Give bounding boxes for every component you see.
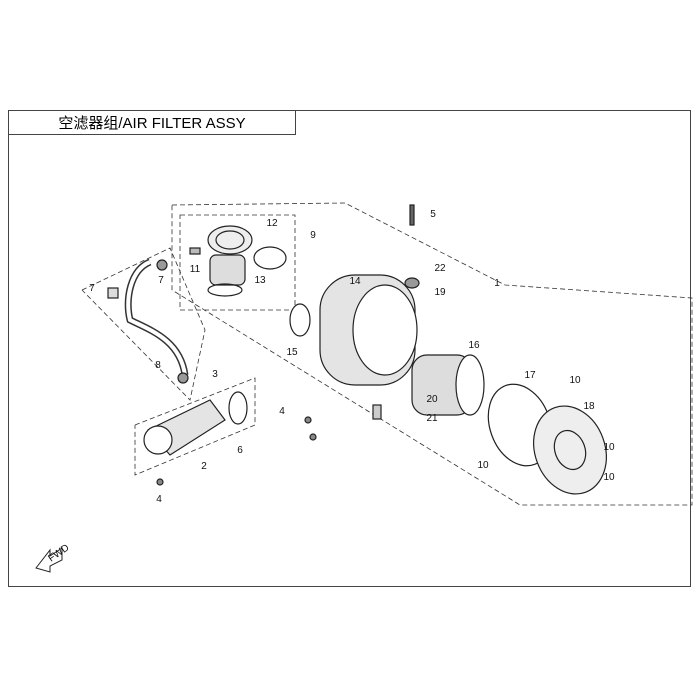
clamp-7 [156, 259, 168, 271]
clip-7 [107, 287, 119, 299]
callout-labels: 5 9 12 14 22 1 19 11 7 7 13 15 16 17 10 18 8 3 20 21 4 6 2 10 10… [89, 209, 615, 505]
callout-4: 4 [279, 406, 285, 417]
clamp-13 [207, 283, 243, 297]
hose-3 [124, 258, 189, 376]
duct-opening [143, 425, 173, 455]
callout-11: 11 [190, 264, 201, 275]
callout-7: 7 [158, 275, 164, 286]
callout-8: 8 [155, 360, 161, 371]
bolt-5 [409, 204, 415, 226]
callout-10: 10 [603, 472, 615, 483]
clamp-8 [177, 372, 189, 384]
group-outline-3 [81, 247, 206, 401]
callout-10: 10 [603, 442, 615, 453]
cover-18 [533, 405, 607, 495]
filter-end [455, 354, 485, 416]
group-outline-2 [134, 377, 256, 476]
callout-7: 7 [89, 283, 95, 294]
callout-3: 3 [212, 369, 218, 380]
callout-19: 19 [434, 287, 446, 298]
boot-bellows [209, 254, 246, 286]
callout-5: 5 [430, 209, 436, 220]
diagram-title: 空滤器组/AIR FILTER ASSY [8, 110, 296, 135]
callout-9: 9 [310, 230, 316, 241]
fitting-11 [189, 247, 201, 255]
callout-21: 21 [426, 413, 438, 424]
callout-6: 6 [237, 445, 243, 456]
cover-center [553, 429, 587, 471]
callout-1: 1 [494, 278, 500, 289]
drain-valve-21 [372, 404, 382, 420]
housing-opening [352, 284, 418, 376]
seal-15 [289, 303, 311, 337]
callout-4: 4 [156, 494, 162, 505]
bolt-4a [304, 416, 312, 424]
bolt-4b [309, 433, 317, 441]
callout-10: 10 [569, 375, 581, 386]
callout-14: 14 [349, 276, 361, 287]
assembly-group-outlines [81, 202, 693, 506]
callout-10: 10 [477, 460, 489, 471]
clamp-12 [253, 246, 287, 270]
callout-20: 20 [426, 394, 438, 405]
intake-boot-opening [215, 230, 245, 250]
bolt-4 [156, 478, 164, 486]
callout-15: 15 [286, 347, 298, 358]
clamp-6 [228, 391, 248, 425]
group-outline-9 [179, 214, 296, 311]
hose-3-inner [126, 260, 187, 376]
callout-13: 13 [254, 275, 266, 286]
parts [107, 204, 607, 495]
callout-12: 12 [266, 218, 278, 229]
callout-2: 2 [201, 461, 207, 472]
group-outline-1 [171, 202, 693, 506]
callout-16: 16 [468, 340, 480, 351]
grommet-19 [404, 277, 420, 289]
callout-18: 18 [583, 401, 595, 412]
fwd-arrow-icon: FWD [35, 542, 71, 573]
intake-boot-9 [207, 225, 253, 255]
diagram-frame [8, 110, 691, 587]
callout-17: 17 [524, 370, 536, 381]
callout-22: 22 [434, 263, 446, 274]
